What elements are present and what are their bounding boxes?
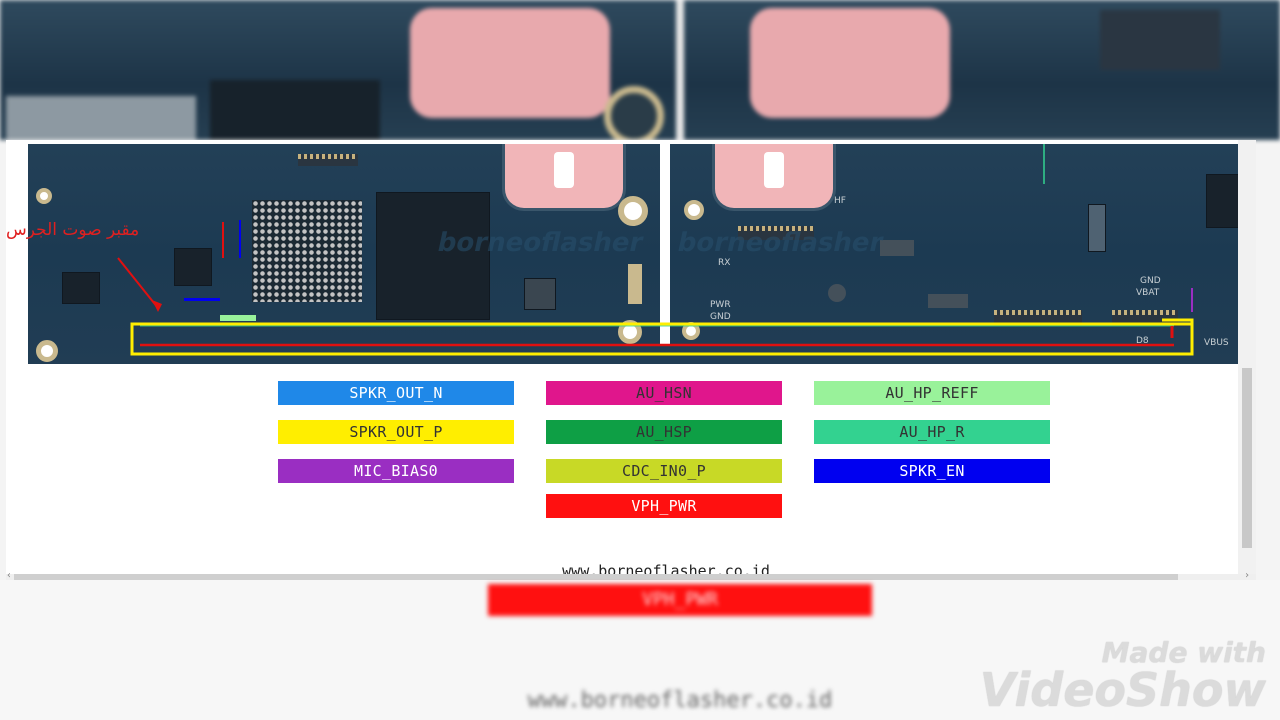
pointer-arrowhead — [152, 300, 162, 312]
speaker-out-p-trace — [130, 322, 1194, 356]
legend-mic-bias0: MIC_BIAS0 — [278, 459, 514, 483]
videoshow-watermark: Made with VideoShow — [980, 636, 1266, 717]
blurred-background-top — [0, 0, 1280, 140]
horizontal-scrollbar-thumb[interactable] — [14, 574, 1178, 580]
spkr-en-marker — [184, 298, 220, 301]
legend-vph-pwr: VPH_PWR — [546, 494, 782, 518]
pcb-schematic-viewer: borneoflasher borneoflasher RX PWR GND G… — [6, 140, 1256, 580]
horizontal-scrollbar[interactable] — [6, 574, 1256, 580]
legend-au-hsn: AU_HSN — [546, 381, 782, 405]
legend-spkr-out-p: SPKR_OUT_P — [278, 420, 514, 444]
legend-au-hsp: AU_HSP — [546, 420, 782, 444]
pcb-label-vbus: VBUS — [1204, 338, 1229, 348]
blurred-background-bottom: VPH_PWR www.borneoflasher.co.id — [0, 580, 1280, 720]
vertical-scrollbar[interactable] — [1238, 140, 1256, 580]
scroll-left-arrow-icon[interactable]: ‹ — [6, 570, 13, 580]
yellow-corner-trace — [1162, 318, 1194, 350]
blurred-url: www.borneoflasher.co.id — [527, 688, 833, 713]
pcb-label-hf: HF — [834, 196, 846, 206]
pointer-arrow-line — [117, 257, 159, 309]
legend-spkr-out-n: SPKR_OUT_N — [278, 381, 514, 405]
pcb-label-gnd-2: GND — [1140, 276, 1161, 286]
watermark-line1: Made with — [1101, 636, 1266, 669]
legend-au-hp-reff: AU_HP_REFF — [814, 381, 1050, 405]
pcb-label-gnd: GND — [710, 312, 731, 322]
speaker-ringer-label: مقبر صوت الجرس — [6, 220, 140, 240]
trace-overlay — [117, 144, 1194, 356]
legend-cdc-in0-p: CDC_IN0_P — [546, 459, 782, 483]
legend-au-hp-r: AU_HP_R — [814, 420, 1050, 444]
scroll-right-arrow-icon[interactable]: › — [1244, 570, 1251, 580]
vertical-scrollbar-thumb[interactable] — [1242, 368, 1252, 548]
pcb-label-pwr: PWR — [710, 300, 731, 310]
pcb-label-rx: RX — [718, 258, 731, 268]
pcb-board-image: borneoflasher borneoflasher RX PWR GND G… — [28, 144, 1256, 364]
legend-spkr-en: SPKR_EN — [814, 459, 1050, 483]
blurred-vph-pwr-bar: VPH_PWR — [488, 584, 872, 616]
pcb-label-d8: D8 — [1136, 336, 1149, 346]
pcb-label-vbat: VBAT — [1136, 288, 1160, 298]
au-hp-reff-marker — [220, 315, 256, 321]
watermark-line2: VideoShow — [979, 663, 1266, 717]
